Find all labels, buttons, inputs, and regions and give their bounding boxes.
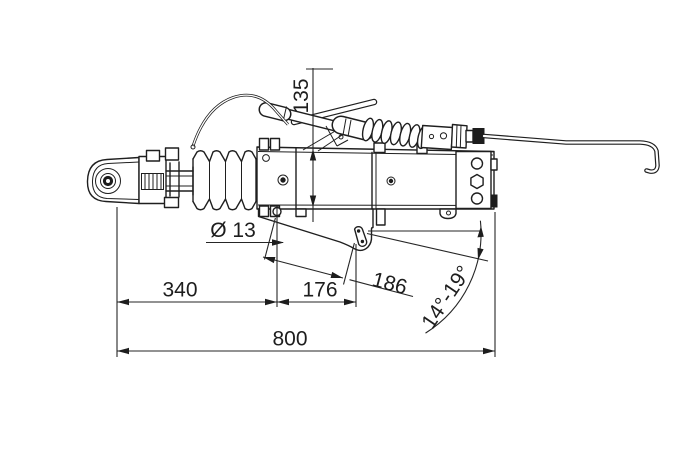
dim-135-label: 135 [290,78,313,113]
dimension-340: 340 [117,279,356,306]
dim-176-label: 176 [302,279,337,302]
frame-body [256,137,495,226]
witness-lines [116,207,496,357]
end-plate [455,150,498,210]
bellows [192,150,257,211]
bottom-bolt [163,196,180,209]
angle-range-label: 14°-19° [417,262,475,333]
dimension-186: 186 [262,256,414,299]
coupling-head [86,147,194,209]
dim-340-label: 340 [162,279,197,302]
ball-socket [95,168,121,194]
top-bolt-1 [145,149,161,162]
dim-186-label: 186 [370,268,410,299]
breakaway-cable [190,93,290,150]
brake-rod [481,133,660,174]
plate-hole-top [470,157,484,170]
dimension-800: 800 [117,328,495,355]
dimension-176: 176 [277,279,356,306]
dimension-135: 135 [290,68,333,222]
dimension-dia13: Ø 13 [206,219,284,246]
dim-dia13-label: Ø 13 [210,219,256,242]
handbrake-lever [258,98,378,152]
damper-cylinder [420,124,454,151]
slot-hole [353,226,368,247]
dim-800-label: 800 [272,328,307,351]
top-bolt-2 [164,147,180,161]
spring-damper [361,117,485,151]
mount-bracket [257,206,374,252]
plate-hex-hole [470,173,484,190]
plate-hole-bottom [470,192,484,205]
